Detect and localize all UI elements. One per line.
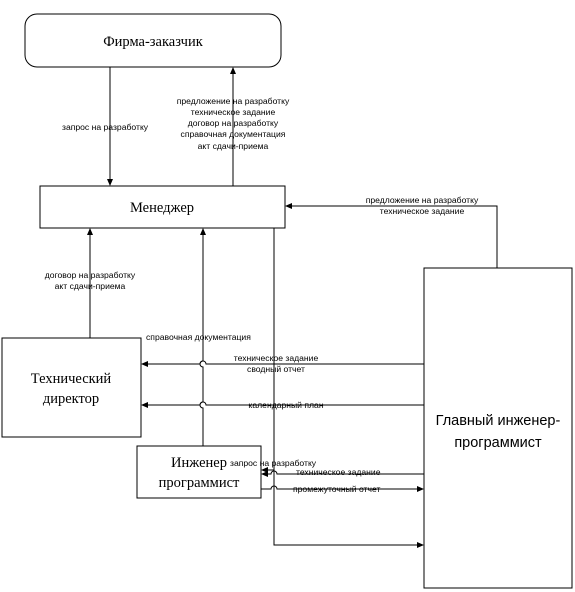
edge-engineer-to-manager: справочная документация — [146, 228, 251, 446]
edge-chief-to-director-1: техническое задание сводный отчет — [141, 353, 424, 374]
edge-chief-to-manager-label-2: техническое задание — [380, 206, 465, 216]
edge-chief-to-engineer-label: техническое задание — [296, 467, 381, 477]
edge-client-to-manager-label: запрос на разработку — [62, 122, 149, 132]
edge-chief-to-director-2-label: календарный план — [248, 400, 323, 410]
edge-chief-to-manager: предложение на разработку техническое за… — [285, 195, 498, 268]
node-manager-label: Менеджер — [130, 200, 194, 216]
edge-manager-to-client-label-3: договор на разработку — [188, 118, 279, 128]
node-manager[interactable]: Менеджер — [39, 185, 286, 229]
node-chief-engineer-label-1: Главный инженер- — [436, 413, 561, 429]
edge-manager-to-engineer-label: запрос на разработку — [230, 458, 317, 468]
edge-manager-to-client-label-2: техническое задание — [191, 107, 276, 117]
node-tech-director[interactable]: Технический директор — [1, 337, 142, 438]
node-client[interactable]: Фирма-заказчик — [24, 13, 282, 68]
node-tech-director-label-1: Технический — [31, 371, 112, 387]
node-client-label: Фирма-заказчик — [103, 34, 204, 50]
edge-chief-to-director-1-label-1: техническое задание — [234, 353, 319, 363]
edge-manager-to-client-label-1: предложение на разработку — [177, 96, 290, 106]
edge-director-to-manager-label-1: договор на разработку — [45, 270, 136, 280]
edge-engineer-to-manager-label: справочная документация — [146, 332, 251, 342]
edge-director-to-manager: договор на разработку акт сдачи-приема — [45, 228, 136, 338]
edge-engineer-to-chief-label: промежуточный отчет — [293, 484, 380, 494]
edge-chief-to-director-1-label-2: сводный отчет — [247, 364, 305, 374]
edge-engineer-to-chief: промежуточный отчет — [261, 484, 424, 494]
node-engineer-label-1: Инженер — [171, 455, 227, 471]
node-tech-director-label-2: директор — [43, 391, 99, 407]
edge-chief-to-engineer: техническое задание — [261, 467, 424, 477]
node-chief-engineer-label-2: программист — [454, 435, 542, 451]
edge-director-to-manager-label-2: акт сдачи-приема — [55, 281, 126, 291]
edge-client-to-manager: запрос на разработку — [62, 67, 149, 186]
edge-manager-to-client: предложение на разработку техническое за… — [177, 67, 290, 186]
edge-chief-to-director-2: календарный план — [141, 400, 424, 410]
edge-manager-to-client-label-4: справочная документация — [181, 129, 286, 139]
node-chief-engineer[interactable]: Главный инженер- программист — [423, 267, 573, 589]
edge-manager-to-client-label-5: акт сдачи-приема — [198, 141, 269, 151]
edge-manager-to-engineer: запрос на разработку — [230, 228, 424, 548]
node-engineer[interactable]: Инженер программист — [136, 445, 262, 499]
node-engineer-label-2: программист — [159, 475, 240, 491]
edge-chief-to-manager-label-1: предложение на разработку — [366, 195, 479, 205]
